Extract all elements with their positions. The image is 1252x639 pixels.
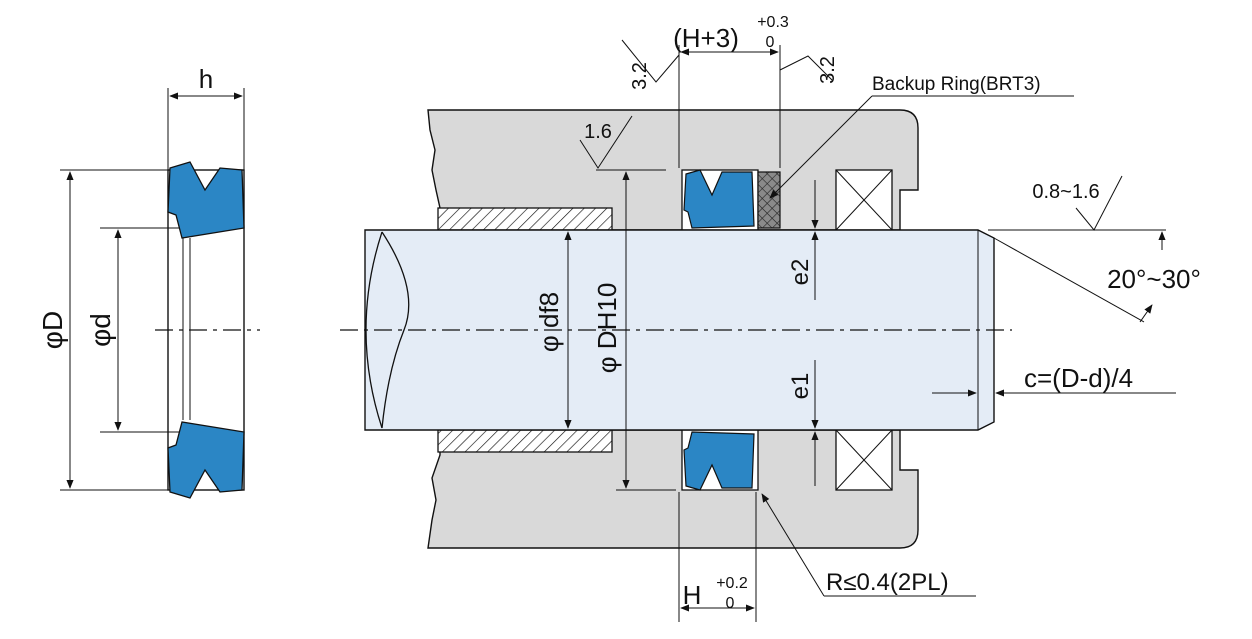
height-label: H — [683, 580, 702, 610]
phi-d-label: φd — [85, 313, 116, 347]
groove-width-tol-lower: 0 — [766, 34, 775, 51]
radius-note: R≤0.4(2PL) — [826, 569, 949, 596]
housing-lower — [427, 429, 919, 549]
radius-leader — [761, 493, 825, 597]
backup-ring-label: Backup Ring(BRT3) — [872, 74, 1041, 95]
bushing-lower — [437, 429, 613, 453]
roughness-left: 3.2 — [629, 62, 651, 90]
chamfer-angle-label: 20°~30° — [1107, 264, 1201, 294]
bushing-upper — [437, 207, 613, 231]
roughness-symbol-bore — [579, 115, 633, 169]
groove-width-tol-upper: +0.3 — [757, 14, 789, 31]
roughness-bore: 1.6 — [584, 121, 612, 143]
housing-upper — [427, 109, 919, 231]
phi-DH10-label: φ DH10 — [592, 283, 622, 374]
e2-label: e2 — [787, 259, 814, 286]
installation-section: (H+3) +0.3 0 3.2 3.2 1.6 Backup Ring(BRT… — [340, 14, 1201, 622]
e1-label: e1 — [787, 373, 814, 400]
roughness-shaft: 0.8~1.6 — [1032, 181, 1099, 203]
chamfer-angle-line — [993, 237, 1145, 323]
phi-df8-label: φ df8 — [534, 292, 564, 352]
h-label: h — [199, 64, 213, 94]
seal-upper-profile — [167, 161, 245, 239]
height-tol-lower: 0 — [726, 595, 735, 612]
roughness-symbol-left — [621, 39, 680, 83]
seal-lower-profile — [167, 421, 245, 499]
seal-lower-installed — [683, 431, 755, 491]
seal-side-view: h φD φd — [37, 64, 260, 499]
roughness-right: 3.2 — [817, 56, 839, 84]
groove-width-label: (H+3) — [673, 23, 739, 53]
chamfer-length-label: c=(D-d)/4 — [1024, 363, 1133, 393]
roughness-symbol-right — [779, 55, 833, 81]
seal-upper-installed — [683, 169, 755, 229]
backup-ring-leader — [769, 95, 873, 199]
height-tol-upper: +0.2 — [716, 575, 748, 592]
backup-ring — [757, 171, 781, 229]
phi-D-label: φD — [37, 311, 68, 349]
